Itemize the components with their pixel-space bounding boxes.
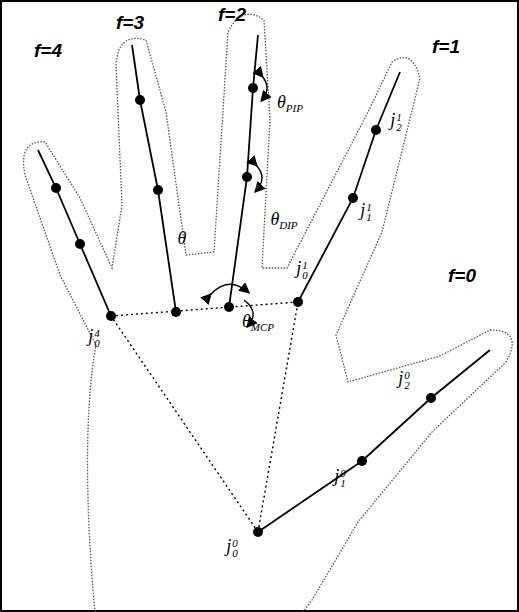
hand-outline — [24, 14, 513, 612]
finger-label: f=1 — [432, 37, 460, 56]
finger-label: f=2 — [218, 5, 246, 24]
angle-label: θDIP — [270, 210, 297, 231]
angle-label: θ — [178, 229, 187, 247]
joint-label: j10 — [296, 259, 308, 280]
finger-bones — [38, 35, 490, 532]
joint-label: j12 — [390, 111, 402, 132]
joint-dots — [51, 83, 436, 537]
rotation-arrows — [210, 76, 267, 326]
joint-label: j02 — [398, 369, 410, 390]
palm-lines — [111, 302, 298, 532]
joint-label: j00 — [226, 537, 238, 558]
joint-label: j01 — [334, 467, 346, 488]
finger-label: f=0 — [448, 266, 476, 285]
angle-label: θPIP — [277, 93, 303, 114]
finger-label: f=3 — [116, 13, 144, 32]
joint-label: j11 — [360, 201, 372, 222]
angle-label: θMCP — [242, 312, 274, 333]
finger-label: f=4 — [34, 41, 62, 60]
joint-label: j40 — [88, 327, 100, 348]
